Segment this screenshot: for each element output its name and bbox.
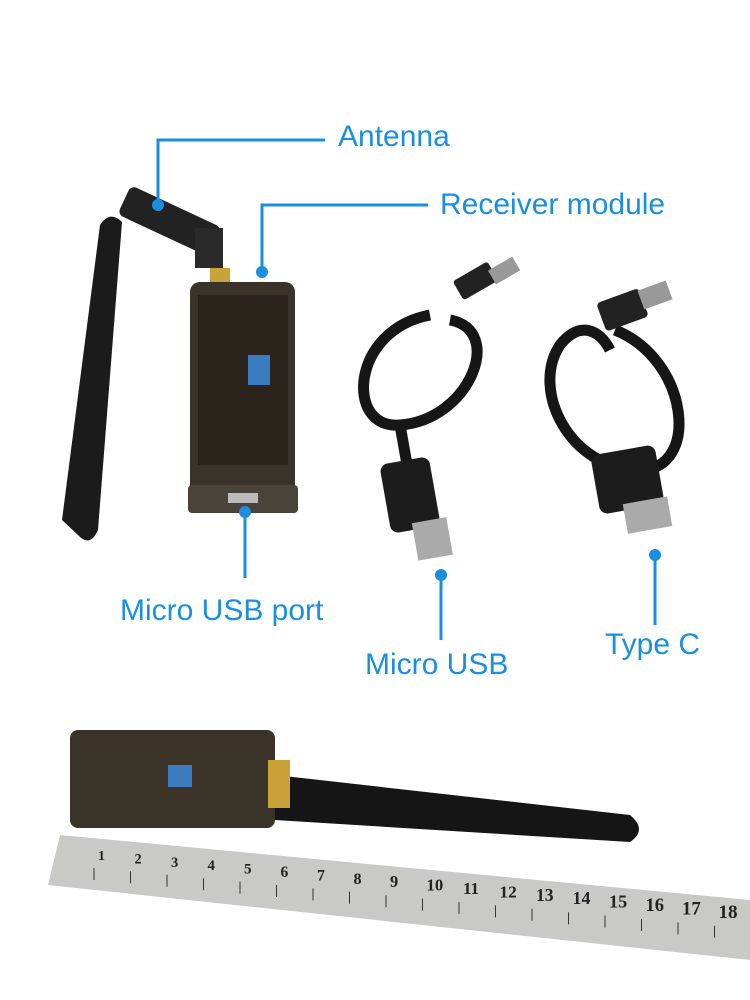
- label-type-c: Type C: [605, 628, 701, 661]
- ruler-number: 4: [208, 858, 216, 874]
- receiver-module: [188, 268, 298, 513]
- ruler-number: 3: [171, 855, 178, 871]
- ruler-number: 6: [281, 864, 289, 881]
- ruler-number: 14: [573, 888, 591, 908]
- ruler-number: 11: [463, 879, 479, 898]
- type-c-cable: [544, 324, 685, 476]
- micro-usb-cable: [358, 309, 483, 471]
- ruler-number: 15: [609, 892, 627, 912]
- antenna: [62, 187, 223, 541]
- ruler-number: 5: [244, 861, 252, 878]
- ruler-number: 8: [354, 871, 362, 888]
- callout-lines: [156, 138, 657, 640]
- ruler-number: 9: [390, 872, 398, 891]
- ruler-number: 2: [135, 851, 142, 867]
- ruler-number: 7: [317, 867, 325, 884]
- label-micro-usb: Micro USB: [365, 648, 509, 681]
- ruler-number: 1: [98, 849, 105, 864]
- ruler-number: 13: [536, 885, 554, 905]
- ruler-number: 18: [719, 902, 738, 923]
- ruler: [48, 835, 750, 960]
- ruler-number: 16: [646, 896, 665, 916]
- ruler-number: 12: [500, 882, 517, 901]
- ruler-number: 17: [682, 898, 701, 919]
- ruler-number: 10: [427, 876, 444, 895]
- callout-dots: [152, 199, 661, 581]
- module-on-ruler: [70, 730, 639, 842]
- label-antenna: Antenna: [338, 120, 450, 153]
- label-receiver-module: Receiver module: [440, 188, 666, 221]
- label-micro-usb-port: Micro USB port: [120, 594, 324, 627]
